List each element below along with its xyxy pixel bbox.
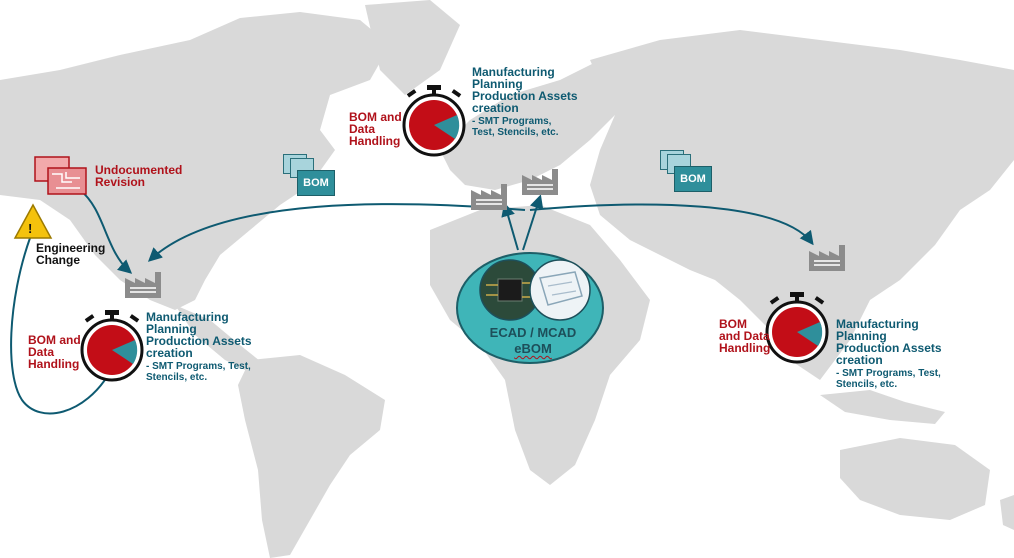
warning-icon — [13, 203, 53, 239]
ecad-mcad-hub — [456, 252, 604, 364]
greenland-landmass — [365, 0, 460, 95]
bom-doc-label: BOM — [680, 173, 706, 185]
warning-mark: ! — [28, 221, 33, 236]
bom-doc-label: BOM — [303, 177, 329, 189]
arrow-revision-to-factory — [79, 189, 133, 274]
factory-icon — [471, 184, 507, 210]
bom-document-icon: BOM — [283, 154, 335, 196]
arrow-ebom-to-asia — [529, 203, 814, 246]
indonesia-landmass — [820, 390, 945, 424]
hub-label-ecad-mcad: ECAD / MCAD — [489, 325, 577, 340]
europe-landmass — [440, 60, 640, 190]
factory-icon — [809, 245, 845, 271]
hub-label-ebom-text: eBOM — [514, 341, 552, 356]
pcb-revision-icon — [34, 156, 87, 195]
australia-landmass — [840, 438, 990, 520]
factory-icon — [522, 169, 558, 195]
hub-label-ebom: eBOM — [466, 341, 600, 356]
mfg-planning-left-sub: - SMT Programs, Test, Stencils, etc. — [146, 361, 251, 383]
engineering-change-loop — [10, 237, 111, 415]
mfg-planning-right-sub: - SMT Programs, Test, Stencils, etc. — [836, 368, 941, 390]
mfg-planning-right: Manufacturing Planning Production Assets… — [836, 317, 942, 367]
bom-data-handling-right: BOM and Data Handling — [719, 317, 771, 355]
mfg-planning-top-sub: - SMT Programs, Test, Stencils, etc. — [472, 116, 559, 138]
mfg-planning-left: Manufacturing Planning Production Assets… — [146, 310, 252, 360]
asia-landmass — [590, 30, 1014, 380]
north-america-landmass — [0, 12, 390, 310]
engineering-change-label: Engineering Change — [36, 241, 106, 267]
stopwatch-icon — [80, 310, 144, 382]
arrow-hub-to-europe-factory-2 — [522, 194, 544, 251]
central-america-landmass — [175, 305, 265, 375]
arrow-hub-to-europe-factory-1 — [501, 202, 519, 251]
undocumented-revision-label: Undocumented Revision — [95, 163, 183, 189]
bom-data-handling-top: BOM and Data Handling — [349, 110, 402, 148]
new-zealand-landmass — [1000, 495, 1014, 530]
factory-icon — [125, 272, 161, 298]
mfg-planning-top: Manufacturing Planning Production Assets… — [472, 65, 578, 115]
stopwatch-icon — [402, 85, 466, 157]
bom-document-icon: BOM — [660, 150, 712, 192]
bom-data-handling-left: BOM and Data Handling — [28, 333, 81, 371]
stopwatch-icon — [765, 292, 829, 364]
south-america-landmass — [238, 355, 385, 558]
